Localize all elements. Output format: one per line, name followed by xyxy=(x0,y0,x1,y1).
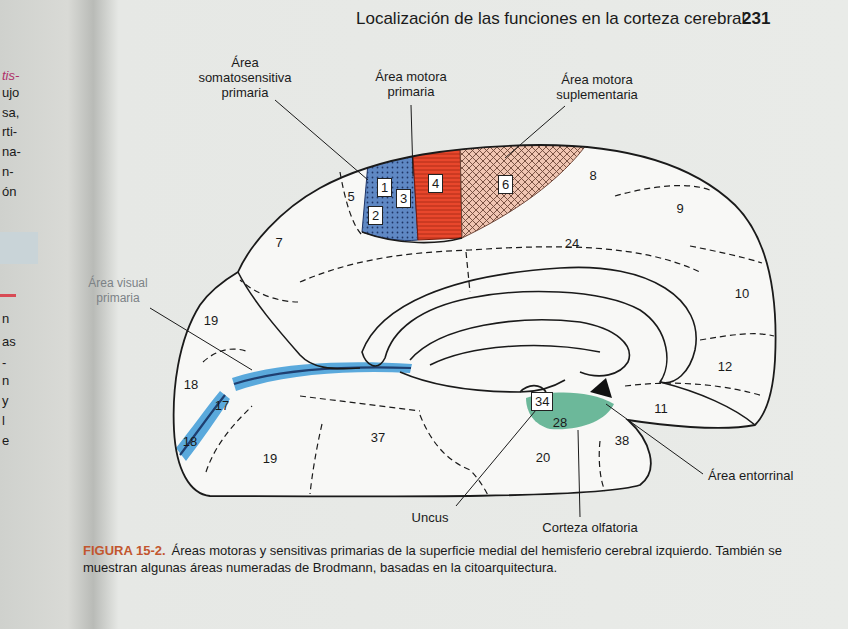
label-holder: 12 xyxy=(718,359,732,374)
label-holder: 19 xyxy=(204,313,218,328)
label-holder: tis- xyxy=(2,68,19,83)
label-holder: 18 xyxy=(184,377,198,392)
label-holder: - xyxy=(2,355,6,370)
label-holder: 17 xyxy=(215,398,229,413)
label-holder: Área motora suplementaria xyxy=(550,72,645,102)
label-holder: 37 xyxy=(371,430,385,445)
facing-page-text: tis- xyxy=(2,68,19,83)
facing-page-text: ón xyxy=(2,184,16,199)
label-holder: na- xyxy=(2,144,21,159)
area-label: Área motora suplementaria xyxy=(556,72,638,102)
label-holder: Área somatosensitiva primaria xyxy=(190,55,300,100)
area-number-box: 2 xyxy=(368,206,383,225)
area-number: 2 xyxy=(372,208,379,223)
label-holder: n xyxy=(2,311,9,326)
area-label: 18 xyxy=(183,434,197,449)
label-holder: Uncus xyxy=(412,510,449,525)
area-label: 19 xyxy=(263,451,277,466)
area-label: 10 xyxy=(735,286,749,301)
label-holder: 38 xyxy=(615,433,629,448)
label-holder: 20 xyxy=(536,450,550,465)
facing-page-text: as xyxy=(2,334,16,349)
figure-number: FIGURA 15-2. xyxy=(83,543,166,558)
label-holder: 19 xyxy=(263,451,277,466)
area-number: 34 xyxy=(535,394,549,409)
label-holder: 10 xyxy=(735,286,749,301)
label-holder: Área visual primaria xyxy=(78,276,158,306)
area-number-box: 4 xyxy=(428,174,443,193)
area-label: 18 xyxy=(184,377,198,392)
area-label: Área somatosensitiva primaria xyxy=(198,55,291,100)
caption-block: FIGURA 15-2.Áreas motoras y sensitivas p… xyxy=(83,542,811,576)
facing-page-text: e xyxy=(2,433,9,448)
area-number-box: 6 xyxy=(498,175,513,194)
label-holder: ón xyxy=(2,184,16,199)
label-holder: ujo xyxy=(2,85,19,100)
facing-page-text: y xyxy=(2,393,9,408)
label-holder: Área entorrinal xyxy=(708,468,793,483)
area-label: 5 xyxy=(347,189,354,204)
label-holder: l xyxy=(2,413,5,428)
area-label: 11 xyxy=(654,401,668,416)
label-holder: 18 xyxy=(183,434,197,449)
area-label: 38 xyxy=(615,433,629,448)
facing-page-text: ujo xyxy=(2,85,19,100)
caption: Áreas motoras y sensitivas primarias de … xyxy=(83,543,782,575)
facing-page-text: n xyxy=(2,311,9,326)
label-holder: sa, xyxy=(2,105,19,120)
area-label: Corteza olfatoria xyxy=(542,520,637,535)
label-holder: as xyxy=(2,334,16,349)
area-label: Área visual primaria xyxy=(88,276,147,305)
area-number: 1 xyxy=(381,180,388,195)
area-label: 12 xyxy=(718,359,732,374)
area-label: 19 xyxy=(204,313,218,328)
area-number: 6 xyxy=(502,177,509,192)
area-label: Área motora primaria xyxy=(375,69,447,99)
area-label: 20 xyxy=(536,450,550,465)
facing-page-text: - xyxy=(2,355,6,370)
label-holder: Área motora primaria xyxy=(364,69,459,99)
label-holder: 231 xyxy=(742,9,770,29)
label-holder: rti- xyxy=(2,124,17,139)
area-number-box: 3 xyxy=(396,189,411,208)
page-header: 231 xyxy=(742,9,770,28)
label-holder: 11 xyxy=(654,401,668,416)
facing-page-text: l xyxy=(2,413,5,428)
area-label: 7 xyxy=(275,235,282,250)
label-holder: n xyxy=(2,373,9,388)
area-label: 37 xyxy=(371,430,385,445)
page-header: Localización de las funciones en la cort… xyxy=(356,9,745,28)
area-label: Uncus xyxy=(412,510,449,525)
facing-page-text: n- xyxy=(2,164,14,179)
label-holder: n- xyxy=(2,164,14,179)
label-holder: 9 xyxy=(676,201,683,216)
label-holder: Corteza olfatoria xyxy=(542,520,637,535)
label-holder: 24 xyxy=(565,236,579,251)
label-holder: 5 xyxy=(347,189,354,204)
facing-page-text: na- xyxy=(2,144,21,159)
area-label: Área entorrinal xyxy=(708,468,793,483)
facing-page-text: sa, xyxy=(2,105,19,120)
area-label: 8 xyxy=(589,168,596,183)
area-label: 24 xyxy=(565,236,579,251)
area-number-box: 1 xyxy=(377,178,392,197)
area-number: 3 xyxy=(400,191,407,206)
area-label: 28 xyxy=(553,415,567,430)
area-number: 4 xyxy=(432,176,439,191)
area-number-box: 34 xyxy=(531,392,553,411)
area-label: 9 xyxy=(676,201,683,216)
facing-page-text: rti- xyxy=(2,124,17,139)
area-label: 17 xyxy=(215,398,229,413)
label-holder: e xyxy=(2,433,9,448)
label-holder: y xyxy=(2,393,9,408)
label-holder: 8 xyxy=(589,168,596,183)
label-holder: Localización de las funciones en la cort… xyxy=(356,9,745,29)
label-holder: 28 xyxy=(553,415,567,430)
facing-page-text: n xyxy=(2,373,9,388)
label-holder: 7 xyxy=(275,235,282,250)
